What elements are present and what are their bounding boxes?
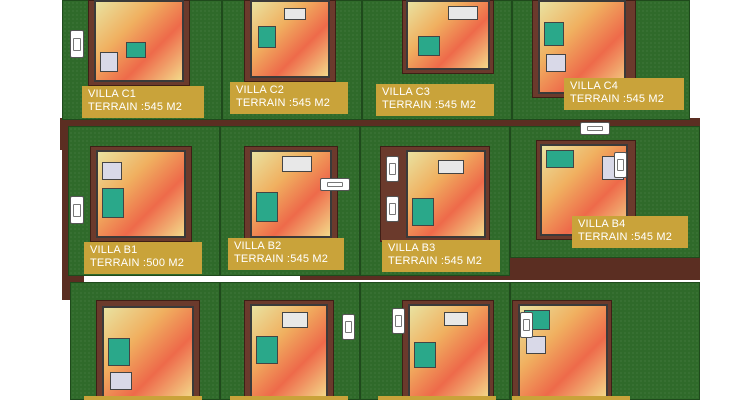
villa-label-c4: VILLA C4 TERRAIN :545 M2 — [564, 78, 684, 110]
villa-name: VILLA B4 — [578, 218, 626, 230]
villa-name: VILLA B3 — [388, 242, 436, 254]
villa-terrain: TERRAIN :545 M2 — [88, 101, 183, 113]
villa-terrain: TERRAIN :545 M2 — [388, 255, 483, 267]
villa-name: VILLA C4 — [570, 80, 619, 92]
house-a2 — [250, 304, 328, 400]
car-icon — [70, 30, 84, 58]
villa-label-c2: VILLA C2 TERRAIN :545 M2 — [230, 82, 348, 114]
villa-name: VILLA B2 — [234, 240, 282, 252]
house-b2 — [250, 150, 332, 238]
villa-label-b2: VILLA B2 TERRAIN :545 M2 — [228, 238, 344, 270]
car-icon — [320, 178, 350, 191]
car-icon — [580, 122, 610, 135]
villa-label-b3: VILLA B3 TERRAIN :545 M2 — [382, 240, 500, 272]
car-icon — [386, 196, 399, 222]
house-c3 — [406, 0, 490, 70]
villa-name: VILLA C2 — [236, 84, 285, 96]
villa-name: VILLA C1 — [88, 88, 137, 100]
villa-label-a2-partial — [230, 396, 348, 400]
house-c1 — [94, 0, 184, 82]
house-a1 — [102, 306, 194, 400]
villa-name: VILLA C3 — [382, 86, 431, 98]
car-icon — [70, 196, 84, 224]
villa-label-a4-partial — [512, 396, 630, 400]
villa-label-b4: VILLA B4 TERRAIN :545 M2 — [572, 216, 688, 248]
villa-name: VILLA B1 — [90, 244, 138, 256]
house-a3 — [408, 304, 490, 400]
car-icon — [386, 156, 399, 182]
car-icon — [614, 152, 627, 178]
villa-label-a1-partial — [84, 396, 202, 400]
villa-terrain: TERRAIN :500 M2 — [90, 257, 185, 269]
house-c2 — [250, 0, 330, 78]
villa-label-c1: VILLA C1 TERRAIN :545 M2 — [82, 86, 204, 118]
car-icon — [520, 312, 533, 338]
villa-label-a3-partial — [378, 396, 496, 400]
villa-terrain: TERRAIN :545 M2 — [578, 231, 673, 243]
villa-label-b1: VILLA B1 TERRAIN :500 M2 — [84, 242, 202, 274]
villa-terrain: TERRAIN :545 M2 — [382, 99, 477, 111]
house-b3 — [406, 150, 486, 238]
car-icon — [392, 308, 405, 334]
villa-terrain: TERRAIN :545 M2 — [570, 93, 665, 105]
villa-terrain: TERRAIN :545 M2 — [236, 97, 331, 109]
villa-terrain: TERRAIN :545 M2 — [234, 253, 329, 265]
car-icon — [342, 314, 355, 340]
villa-label-c3: VILLA C3 TERRAIN :545 M2 — [376, 84, 494, 116]
house-b1 — [96, 150, 186, 238]
